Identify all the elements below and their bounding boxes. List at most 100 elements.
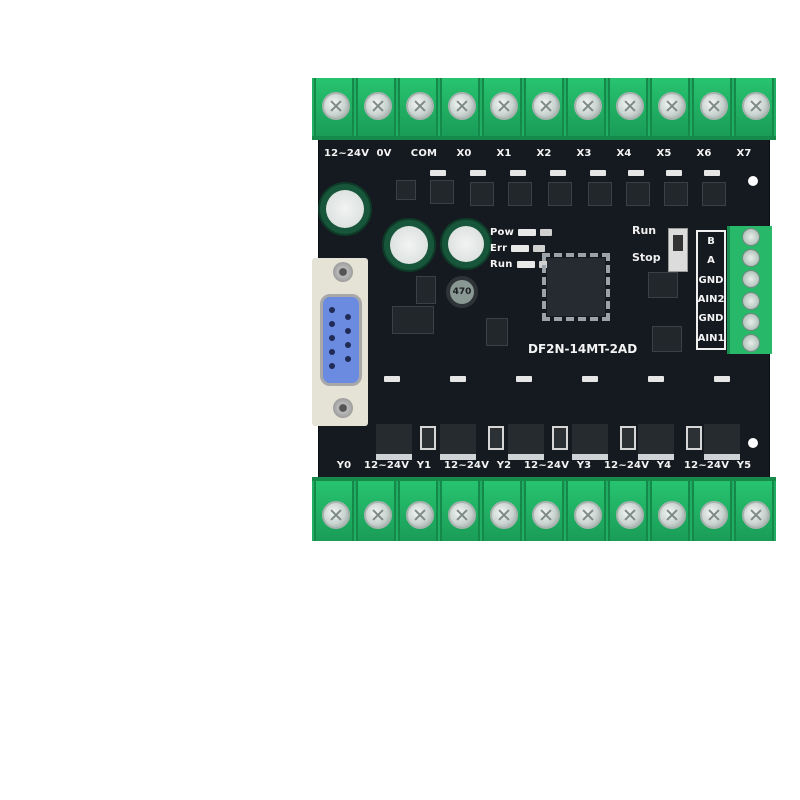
- terminal-label: X2: [536, 148, 552, 159]
- transistor-chip: [702, 182, 726, 206]
- screw-icon: [616, 501, 644, 529]
- switch-label-stop: Stop: [632, 251, 661, 264]
- terminal-label: 12~24V: [684, 460, 730, 471]
- terminal-label: 12~24V: [444, 460, 490, 471]
- switch-label-run: Run: [632, 224, 657, 237]
- terminal-label: X3: [576, 148, 592, 159]
- terminal-label: 12~24V: [524, 460, 570, 471]
- regulator-ic: [416, 276, 436, 304]
- terminal[interactable]: [608, 78, 648, 136]
- output-mosfet: [572, 424, 608, 460]
- screw-icon[interactable]: [742, 312, 760, 331]
- terminal-label: GND: [698, 313, 724, 325]
- screw-icon: [742, 501, 770, 529]
- top-terminal-labels: 12~24V 0V COM X0 X1 X2 X3 X4 X5 X6 X7: [318, 148, 770, 159]
- terminal[interactable]: [398, 78, 438, 136]
- terminal-label: A: [707, 255, 715, 267]
- smd-resistor: [714, 376, 730, 382]
- terminal[interactable]: [398, 481, 438, 541]
- screw-icon: [574, 92, 602, 120]
- mounting-hole: [748, 176, 758, 186]
- screw-icon[interactable]: [742, 270, 760, 289]
- output-mosfet: [508, 424, 544, 460]
- terminal[interactable]: [566, 78, 606, 136]
- terminal[interactable]: [566, 481, 606, 541]
- smd-resistor: [510, 170, 526, 176]
- screw-icon[interactable]: [742, 248, 760, 267]
- terminal[interactable]: [356, 481, 396, 541]
- terminal[interactable]: [650, 481, 690, 541]
- screw-icon: [742, 92, 770, 120]
- terminal[interactable]: [440, 481, 480, 541]
- output-diode: [620, 426, 636, 450]
- terminal[interactable]: [524, 78, 564, 136]
- screw-icon: [448, 501, 476, 529]
- terminal[interactable]: [608, 481, 648, 541]
- screw-icon: [322, 501, 350, 529]
- terminal[interactable]: [440, 78, 480, 136]
- led-icon: [518, 228, 537, 236]
- output-mosfet: [704, 424, 740, 460]
- smd-resistor: [648, 376, 664, 382]
- output-diode: [686, 426, 702, 450]
- screw-icon[interactable]: [742, 334, 760, 353]
- regulator-ic: [392, 306, 434, 334]
- model-label: DF2N-14MT-2AD: [528, 342, 638, 356]
- smd-resistor: [430, 170, 446, 176]
- smd-resistor: [666, 170, 682, 176]
- transistor-chip: [588, 182, 612, 206]
- terminal-label: X6: [696, 148, 712, 159]
- screw-icon: [406, 501, 434, 529]
- terminal[interactable]: [692, 78, 732, 136]
- terminal[interactable]: [314, 78, 354, 136]
- terminal-label: 12~24V: [364, 460, 410, 471]
- smd-resistor: [550, 170, 566, 176]
- terminal-label: X1: [496, 148, 512, 159]
- screw-icon: [322, 92, 350, 120]
- screw-icon: [406, 92, 434, 120]
- electrolytic-capacitor: [382, 218, 436, 272]
- terminal-label: 12~24V: [324, 148, 370, 159]
- terminal-label: B: [707, 236, 715, 248]
- smd-resistor: [384, 376, 400, 382]
- smd-resistor: [704, 170, 720, 176]
- output-mosfet: [638, 424, 674, 460]
- screw-icon: [490, 92, 518, 120]
- screw-icon: [364, 501, 392, 529]
- terminal-label: Y4: [656, 460, 672, 471]
- analog-terminal-block: [727, 226, 772, 354]
- screw-icon[interactable]: [742, 227, 760, 246]
- terminal[interactable]: [734, 481, 774, 541]
- terminal[interactable]: [650, 78, 690, 136]
- led-icon: [516, 260, 535, 268]
- screw-icon[interactable]: [742, 291, 760, 310]
- db9-serial-port[interactable]: [320, 294, 362, 386]
- bottom-terminal-labels: Y0 12~24V Y1 12~24V Y2 12~24V Y3 12~24V …: [318, 460, 770, 471]
- terminal[interactable]: [482, 481, 522, 541]
- transistor-chip: [664, 182, 688, 206]
- terminal[interactable]: [524, 481, 564, 541]
- terminal-label: X5: [656, 148, 672, 159]
- terminal[interactable]: [692, 481, 732, 541]
- terminal-label: X0: [456, 148, 472, 159]
- db9-screw-icon: [333, 262, 353, 282]
- terminal[interactable]: [482, 78, 522, 136]
- screw-icon: [448, 92, 476, 120]
- terminal[interactable]: [356, 78, 396, 136]
- terminal-label: X7: [736, 148, 752, 159]
- led-icon: [511, 244, 530, 252]
- transistor-chip: [548, 182, 572, 206]
- terminal-label: 12~24V: [604, 460, 650, 471]
- screw-icon: [364, 92, 392, 120]
- smd-resistor: [582, 376, 598, 382]
- output-mosfet: [440, 424, 476, 460]
- output-diode: [488, 426, 504, 450]
- transistor-chip: [396, 180, 416, 200]
- terminal[interactable]: [314, 481, 354, 541]
- run-stop-switch[interactable]: [668, 228, 688, 272]
- smd-resistor: [516, 376, 532, 382]
- transistor-chip: [508, 182, 532, 206]
- mode-switch-labels: Run Stop: [632, 224, 661, 264]
- terminal[interactable]: [734, 78, 774, 136]
- transistor-chip: [626, 182, 650, 206]
